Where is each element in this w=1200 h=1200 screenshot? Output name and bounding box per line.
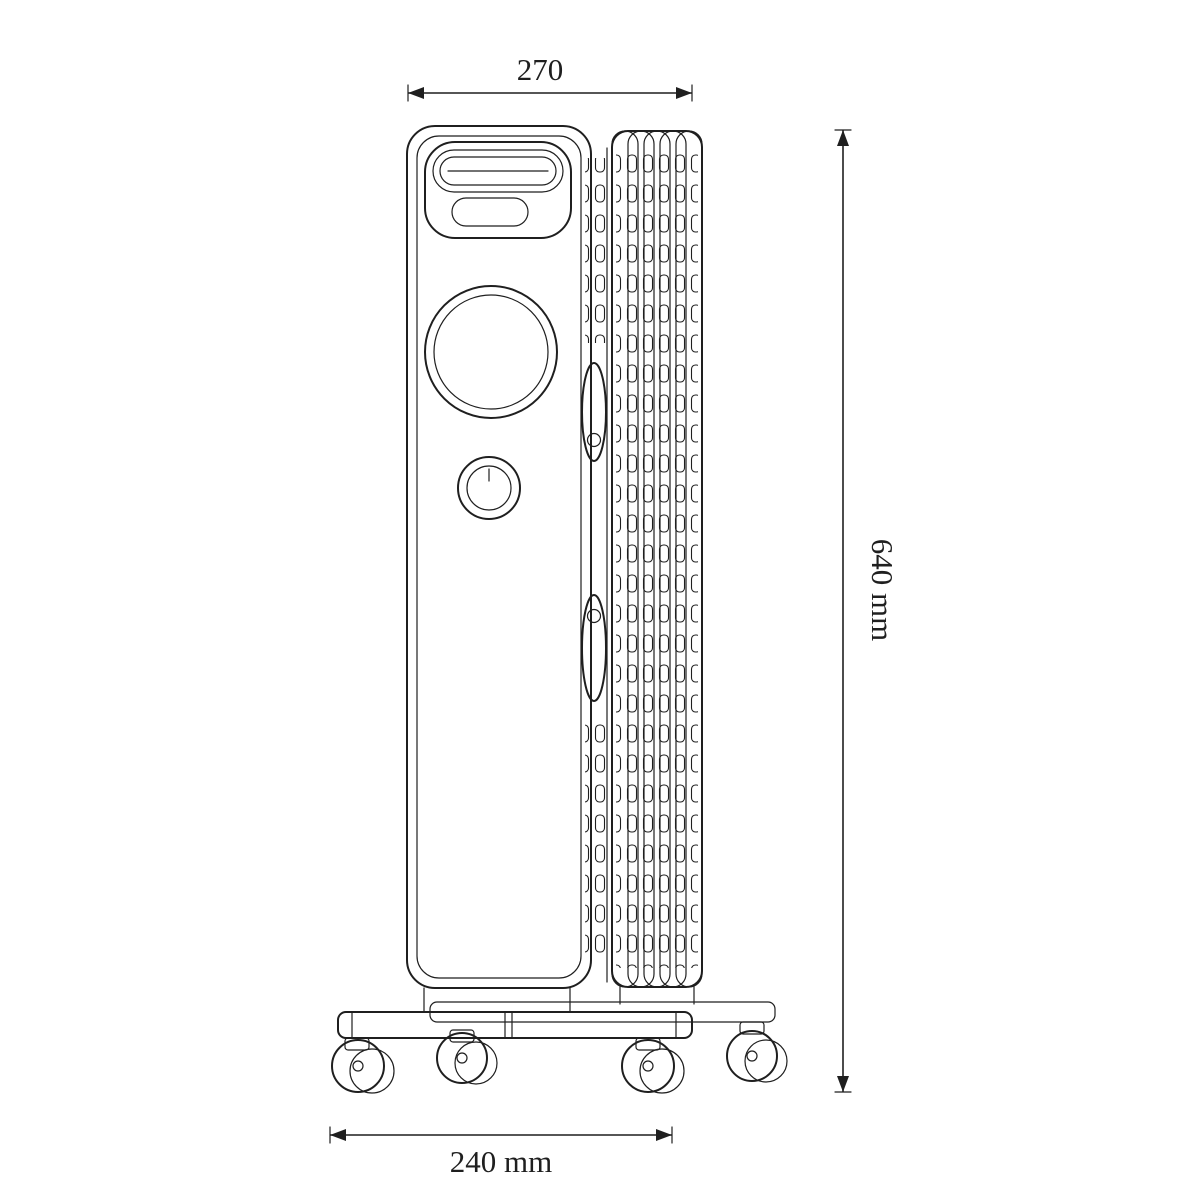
height-dimension: 640 mm: [834, 129, 900, 1093]
side-vent-bottom: [585, 718, 607, 956]
side-panel: [581, 147, 608, 983]
top-width-dimension: 270: [407, 52, 693, 102]
base-width-label: 240 mm: [450, 1144, 552, 1179]
front-panel: [406, 125, 592, 989]
control-knob: [457, 456, 521, 520]
radiator-body: [331, 125, 788, 1094]
fin-vent-grid: [616, 152, 698, 968]
side-vent-top: [585, 158, 607, 343]
base-assembly: [331, 986, 788, 1094]
top-width-label: 270: [517, 52, 564, 87]
thermostat-dial: [424, 285, 558, 419]
base-bar-front: [337, 1011, 693, 1039]
height-label: 640 mm: [865, 539, 900, 641]
handle-grip-slot: [451, 197, 529, 227]
fin-stack: [611, 130, 703, 988]
screw-upper: [586, 432, 602, 448]
base-width-dimension: 240 mm: [329, 1126, 673, 1179]
caster-rear-left: [436, 1029, 498, 1085]
caster-rear-right: [726, 1021, 788, 1083]
side-slot-upper: [581, 362, 607, 462]
screw-lower: [586, 608, 602, 624]
side-slot-lower: [581, 594, 607, 702]
caster-front-right: [621, 1037, 685, 1094]
handle: [424, 141, 572, 239]
caster-front-left: [331, 1037, 395, 1094]
